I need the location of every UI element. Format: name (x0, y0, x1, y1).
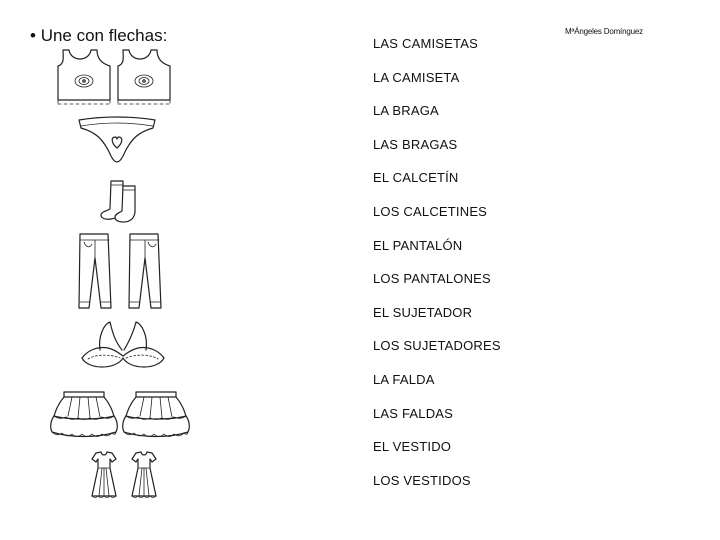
word-item[interactable]: LOS CALCETINES (373, 203, 488, 219)
author-credit: MªÁngeles Domínguez (565, 27, 643, 36)
instruction-heading: • Une con flechas: (30, 26, 167, 46)
word-list: LAS CAMISETAS LA CAMISETA LA BRAGA LAS B… (373, 36, 501, 506)
bullet: • (30, 26, 36, 45)
bra-icon[interactable] (78, 320, 168, 372)
word-item[interactable]: LOS PANTALONES (373, 271, 491, 287)
word-item[interactable]: LAS FALDAS (373, 405, 454, 421)
word-item[interactable]: LOS SUJETADORES (373, 338, 501, 354)
word-item[interactable]: EL VESTIDO (373, 439, 452, 455)
word-item[interactable]: LOS VESTIDOS (373, 472, 471, 488)
dresses-icon[interactable] (86, 450, 166, 500)
word-item[interactable]: EL PANTALÓN (373, 237, 463, 253)
word-item[interactable]: EL CALCETÍN (373, 170, 459, 186)
skirts-icon[interactable] (48, 388, 198, 440)
word-item[interactable]: LAS CAMISETAS (373, 36, 478, 51)
word-item[interactable]: LA BRAGA (373, 103, 439, 119)
word-item[interactable]: LA CAMISETA (373, 69, 460, 85)
word-item[interactable]: LAS BRAGAS (373, 136, 458, 152)
briefs-icon[interactable] (77, 116, 157, 166)
word-item[interactable]: EL SUJETADOR (373, 304, 473, 320)
clothing-pictures (48, 48, 198, 500)
tank-tops-icon[interactable] (55, 48, 180, 106)
socks-icon[interactable] (97, 178, 142, 223)
trousers-icon[interactable] (68, 232, 168, 310)
word-item[interactable]: LA FALDA (373, 371, 435, 387)
instruction-text: Une con flechas: (40, 26, 168, 45)
